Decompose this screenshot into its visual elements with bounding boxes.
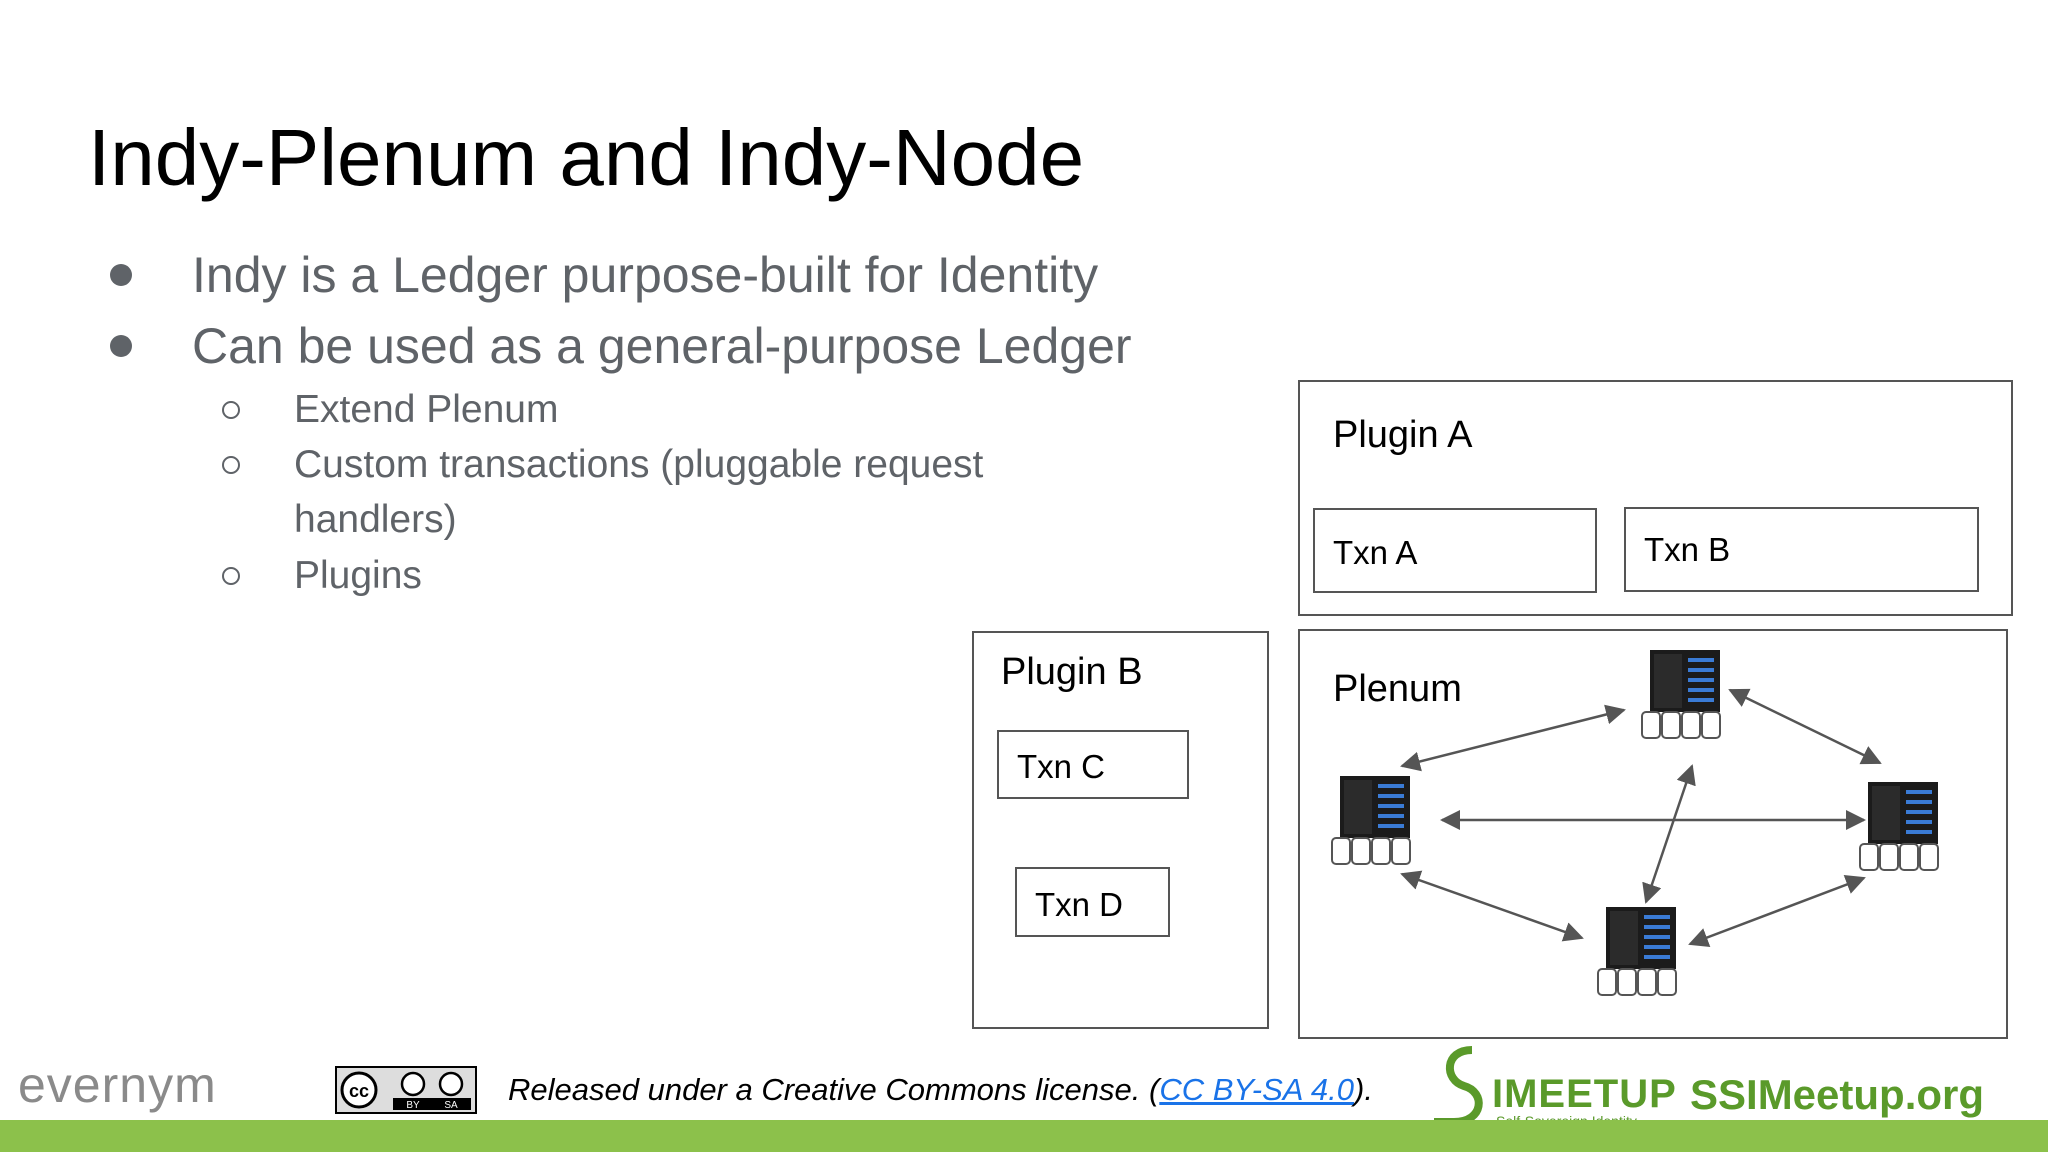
sub-bullet-2: Custom transactions (pluggable request (294, 443, 984, 486)
license-suffix: ). (1354, 1072, 1373, 1107)
footer-bar (0, 1120, 2048, 1152)
ssi-meetup-swirl-icon (1434, 1046, 1483, 1126)
sub-bullet-circle (222, 401, 240, 419)
evernym-logo: evernym (18, 1057, 217, 1113)
bullet-1: Indy is a Ledger purpose-built for Ident… (192, 247, 1099, 303)
cc-by-text: BY (406, 1100, 420, 1111)
server-top-icon (1641, 649, 1721, 739)
plugin-a-label: Plugin A (1333, 414, 1473, 456)
cc-license-badge: cc BY SA (335, 1066, 477, 1114)
ssi-meetup-url: SSIMeetup.org (1690, 1071, 1985, 1118)
bullet-dot (110, 335, 132, 357)
server-left-icon (1331, 775, 1411, 865)
slide-title: Indy-Plenum and Indy-Node (88, 113, 1085, 202)
link-left-bottom (1400, 870, 1584, 942)
txn-b-box (1624, 507, 1979, 592)
link-left-top (1400, 704, 1626, 772)
bullet-2: Can be used as a general-purpose Ledger (192, 318, 1132, 374)
sub-bullet-2-cont: handlers) (294, 498, 457, 541)
cc-sa-text: SA (444, 1100, 458, 1111)
license-link[interactable]: CC BY-SA 4.0 (1159, 1072, 1354, 1107)
link-top-right (1728, 688, 1882, 765)
ssi-meetup-logo: IMEETUP (1492, 1072, 1677, 1116)
plenum-label: Plenum (1333, 668, 1462, 710)
sub-bullet-1: Extend Plenum (294, 388, 559, 431)
link-bottom-right (1688, 875, 1866, 947)
sub-bullet-circle (222, 456, 240, 474)
link-top-bottom (1642, 764, 1696, 904)
bullet-dot (110, 264, 132, 286)
plugin-b-box (972, 631, 1269, 1029)
license-text: Released under a Creative Commons licens… (508, 1074, 1373, 1105)
txn-c-box (997, 730, 1189, 799)
server-bottom-icon (1597, 906, 1677, 996)
txn-d-box (1015, 867, 1170, 937)
license-prefix: Released under a Creative Commons licens… (508, 1072, 1160, 1107)
sub-bullet-circle (222, 567, 240, 585)
txn-d-label: Txn D (1035, 886, 1124, 923)
txn-a-box (1313, 508, 1597, 593)
server-right-icon (1859, 781, 1939, 871)
plugin-b-label: Plugin B (1001, 651, 1143, 693)
txn-c-label: Txn C (1017, 748, 1106, 785)
sub-bullet-3: Plugins (294, 554, 422, 597)
svg-text:cc: cc (349, 1081, 369, 1101)
txn-b-label: Txn B (1644, 531, 1731, 568)
txn-a-label: Txn A (1333, 534, 1418, 571)
